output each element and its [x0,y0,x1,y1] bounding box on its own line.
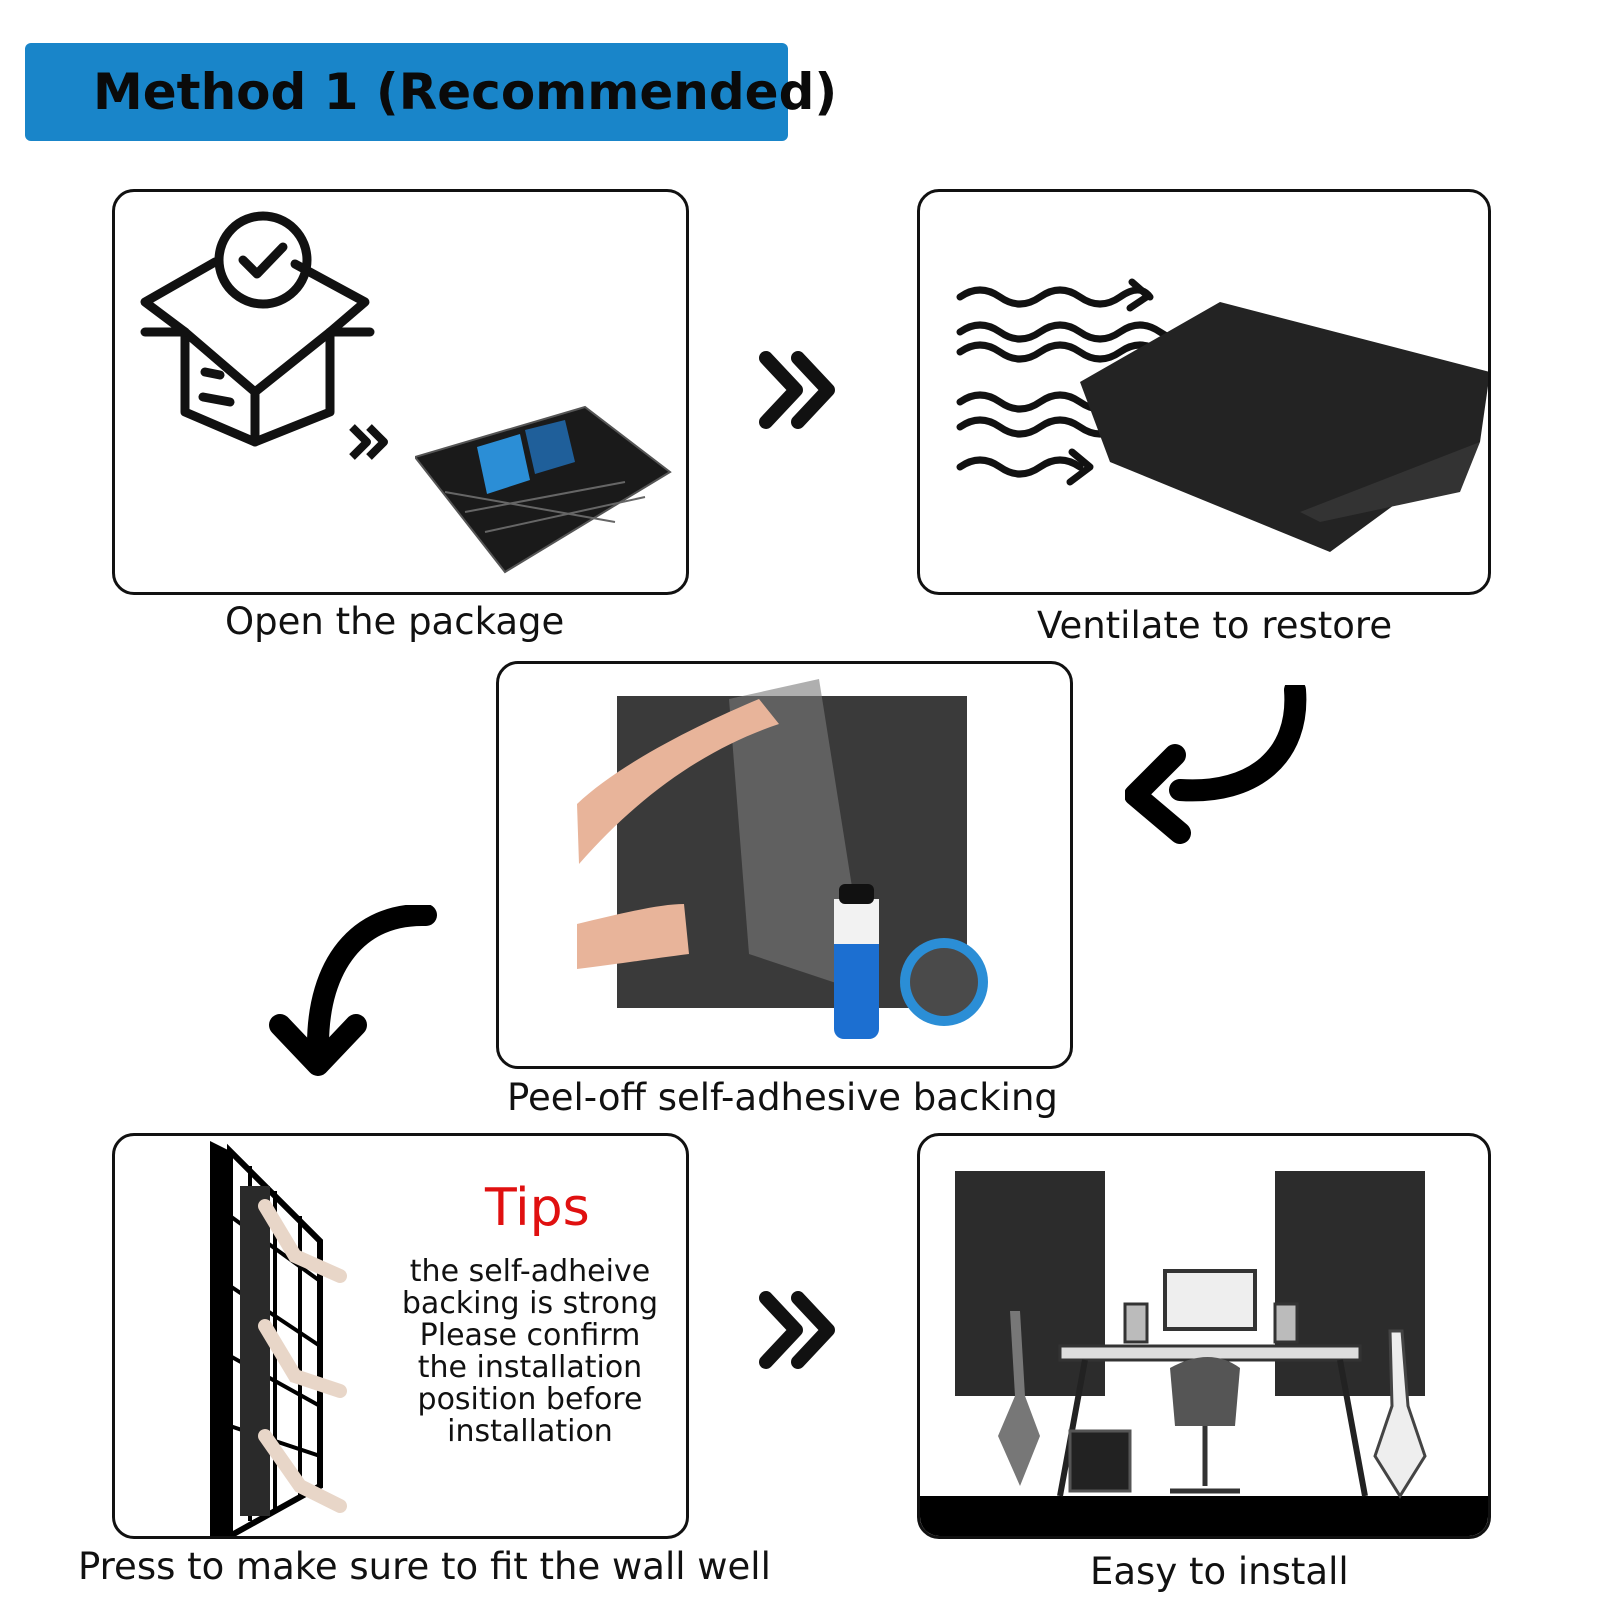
step-ventilate-panel [917,189,1491,595]
wall-press-image [210,1141,347,1536]
tips-line: installation [447,1414,613,1449]
studio-room-image [920,1171,1488,1536]
double-chevron-icon [759,1291,835,1369]
tips-line: the self-adheive [409,1254,651,1289]
curved-arrow-icon [269,905,437,1076]
peel-backing-image [577,679,988,1039]
tips-line: the installation [417,1350,643,1385]
tips-line: backing is strong [401,1286,659,1321]
step-install-panel [917,1133,1491,1539]
curved-arrow-icon [1125,685,1307,844]
packaged-foam-image [415,405,672,574]
step-caption-peel: Peel-off self-adhesive backing [507,1076,1058,1119]
method-title: Method 1 (Recommended) [93,63,838,121]
tips-line: position before [417,1382,643,1417]
step-press-panel: Tips the self-adheive backing is strong … [112,1133,689,1539]
method-banner: Method 1 (Recommended) [25,43,837,141]
step-caption-press: Press to make sure to fit the wall well [78,1545,771,1588]
step-open-package-panel [112,189,689,595]
tips-line: Please confirm [419,1318,641,1353]
tips-title: Tips [485,1178,590,1238]
double-chevron-icon [759,351,835,429]
tips-body: the self-adheive backing is strong Pleas… [395,1256,665,1448]
double-chevron-icon [349,424,388,460]
open-box-check-icon [140,211,375,447]
wavy-airflow-icon [956,278,1488,552]
step-caption-ventilate: Ventilate to restore [1037,604,1393,647]
step-caption-open: Open the package [225,600,565,643]
step-caption-install: Easy to install [1090,1550,1349,1593]
step-peel-panel [496,661,1073,1069]
